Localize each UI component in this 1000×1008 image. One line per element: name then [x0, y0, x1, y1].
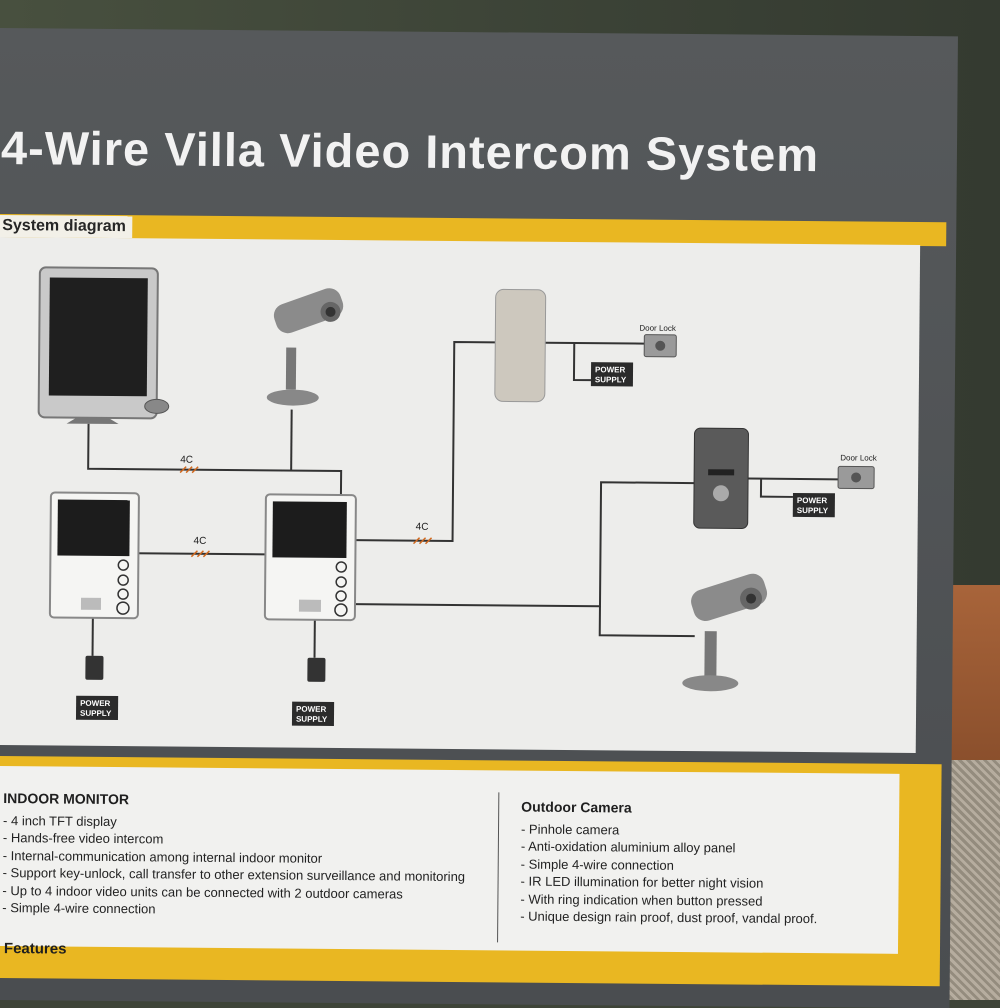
- indoor-monitor-icon: [263, 493, 357, 622]
- wiring: [87, 340, 839, 658]
- power-label-line2: SUPPLY: [797, 506, 829, 515]
- list-item: - Unique design rain proof, dust proof, …: [520, 908, 818, 927]
- door-lock-icon: Door Lock: [639, 324, 677, 358]
- outdoor-camera-list: - Pinhole camera - Anti-oxidation alumin…: [520, 820, 891, 928]
- features-label: Features: [3, 940, 67, 958]
- power-supply-badge: POWER SUPPLY: [792, 492, 835, 518]
- power-label-line2: SUPPLY: [80, 709, 112, 718]
- power-supply-badge: POWER SUPPLY: [75, 695, 119, 721]
- pc-monitor-icon: [37, 266, 170, 425]
- power-adapter-icon: [85, 655, 326, 682]
- power-label-line1: POWER: [595, 365, 626, 374]
- indoor-monitor-column: INDOOR MONITOR - 4 inch TFT display - Ha…: [2, 790, 493, 921]
- wire-tag: 4C: [179, 455, 199, 474]
- indoor-monitor-list: - 4 inch TFT display - Hands-free video …: [2, 812, 493, 921]
- indoor-monitor-heading: INDOOR MONITOR: [3, 790, 130, 808]
- power-label-line1: POWER: [797, 496, 828, 505]
- wire-label-4c: 4C: [180, 455, 193, 466]
- outdoor-camera-heading: Outdoor Camera: [521, 798, 632, 816]
- door-lock-icon: Door Lock: [837, 453, 878, 490]
- door-lock-label: Door Lock: [639, 324, 677, 333]
- box-title: 4-Wire Villa Video Intercom System: [0, 121, 820, 182]
- power-label-line1: POWER: [296, 705, 327, 714]
- power-label-line1: POWER: [80, 699, 111, 708]
- outdoor-door-station-icon: [693, 427, 749, 529]
- outdoor-camera-column: Outdoor Camera - Pinhole camera - Anti-o…: [520, 799, 891, 929]
- door-lock-label: Door Lock: [840, 453, 878, 462]
- power-supply-badge: POWER SUPPLY: [291, 701, 335, 726]
- power-label-line2: SUPPLY: [296, 715, 328, 724]
- system-diagram-label: System diagram: [0, 214, 132, 239]
- system-diagram: 4C 4C 4C: [0, 236, 921, 754]
- door-station-icon: [494, 288, 547, 403]
- camera-icon: [266, 288, 344, 406]
- camera-icon: [682, 573, 768, 692]
- diagram-svg: 4C 4C 4C: [37, 266, 878, 726]
- wire-label-4c: 4C: [416, 522, 429, 533]
- indoor-monitor-icon: [48, 491, 140, 620]
- power-label-line2: SUPPLY: [595, 375, 627, 384]
- wire-tag: 4C: [190, 536, 210, 558]
- product-box: 4-Wire Villa Video Intercom System Syste…: [0, 28, 958, 1008]
- power-supply-badge: POWER SUPPLY: [590, 362, 634, 387]
- wire-label-4c: 4C: [193, 536, 206, 547]
- wire-tag: 4C: [412, 522, 433, 545]
